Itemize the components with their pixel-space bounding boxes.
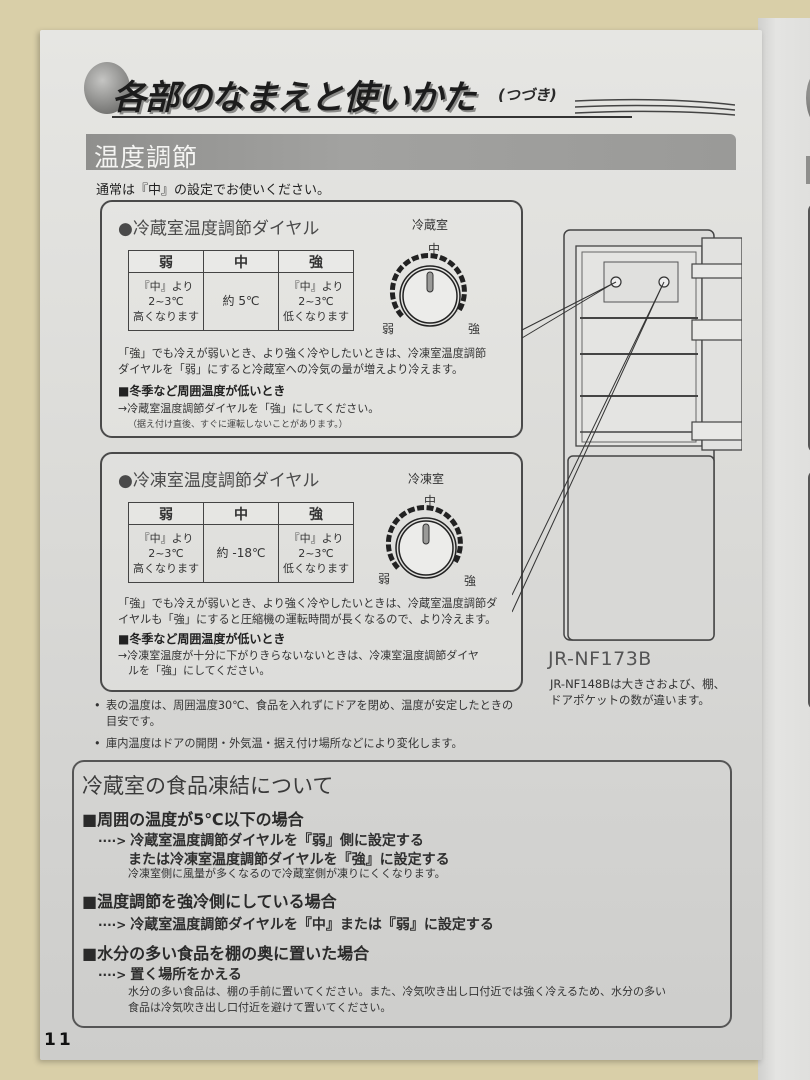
fridge-desc-line1: 「強」でも冷えが弱いとき、より強く冷やしたいときは、冷凍室温度調節 [118, 347, 487, 360]
col-strong: 強 [278, 250, 354, 273]
freezer-dial-knob[interactable] [384, 504, 464, 584]
fridge-winter-heading: ■冬季など周囲温度が低いとき [118, 384, 286, 398]
adjacent-header-circle [806, 66, 810, 130]
fridge-desc-line2: ダイヤルを「弱」にすると冷蔵室への冷気の量が増えより冷えます。 [118, 363, 464, 376]
adjacent-page-edge [758, 18, 810, 1080]
cell-text: 2~3℃ [298, 295, 334, 308]
case-action-text: 冷蔵室温度調節ダイヤルを『中』または『弱』に設定する [130, 917, 494, 933]
cell-text: 低くなります [283, 310, 349, 323]
case-note-line2: 食品は冷気吹き出し口付近を避けて置いてください。 [128, 1001, 392, 1014]
dial-weak-label: 弱 [378, 572, 391, 586]
bullet-icon: • [94, 737, 101, 750]
case-action-text: 冷蔵室温度調節ダイヤルを『弱』側に設定する [130, 833, 424, 849]
page-subtitle: (つづき) [498, 86, 557, 104]
cell-text: 『中』より [138, 280, 194, 293]
fridge-temp-table: 弱 中 強 『中』より 2~3℃ 高くなります 約 5℃ 『中』より 2~3℃ … [128, 250, 354, 331]
case-action: ····>置く場所をかえる [98, 964, 242, 984]
dial-compartment-label: 冷凍室 [408, 472, 445, 486]
cell-mid: 約 5℃ [203, 272, 279, 331]
freezer-desc-line2: イヤルも「強」にすると圧縮機の運転時間が長くなるので、より冷えます。 [118, 613, 497, 626]
note-text: 庫内温度はドアの開閉・外気温・据え付け場所などにより変化します。 [106, 737, 463, 750]
freezer-temp-table: 弱 中 強 『中』より 2~3℃ 高くなります 約 -18℃ 『中』より 2~3… [128, 502, 354, 583]
model-note-line: ドアポケットの数が違います。 [550, 693, 710, 707]
intro-text: 通常は『中』の設定でお使いください。 [96, 183, 331, 198]
fridge-winter-action: →冷蔵室温度調節ダイヤルを「強」にしてください。 [118, 402, 380, 415]
model-note-line: JR-NF148Bは大きさおよび、棚、 [550, 677, 726, 691]
case-action-text: 置く場所をかえる [130, 967, 242, 983]
col-weak: 弱 [128, 250, 204, 273]
dotted-arrow-icon: ····> [98, 918, 127, 932]
model-name: JR-NF173B [548, 648, 652, 670]
freezer-winter-action-line2: ルを「強」にしてください。 [128, 664, 271, 677]
dial-mid-label: 中 [428, 242, 441, 256]
cell-text: 『中』より [288, 532, 344, 545]
freezer-winter-action-line1: →冷凍室温度が十分に下がりきらないないときは、冷凍室温度調節ダイヤ [118, 649, 479, 662]
case-heading: ■周囲の温度が5℃以下の場合 [82, 810, 304, 829]
cell-text: 低くなります [283, 562, 349, 575]
case-heading: ■温度調節を強冷側にしている場合 [82, 892, 337, 911]
cell-text: 高くなります [133, 562, 199, 575]
case-action: ····>冷蔵室温度調節ダイヤルを『弱』側に設定する [98, 830, 424, 850]
freezer-winter-heading: ■冬季など周囲温度が低いとき [118, 632, 286, 646]
cell-weak: 『中』より 2~3℃ 高くなります [128, 272, 204, 331]
dotted-arrow-icon: ····> [98, 834, 127, 848]
bullet-icon: • [94, 699, 101, 712]
note-text: 表の温度は、周囲温度30℃、食品を入れずにドアを閉め、温度が安定したときの [106, 699, 514, 712]
fridge-dial-knob[interactable] [388, 252, 468, 332]
page-number: 11 [44, 1030, 74, 1050]
adjacent-section-bar [806, 156, 810, 184]
cell-strong: 『中』より 2~3℃ 低くなります [278, 524, 354, 583]
case-heading: ■水分の多い食品を棚の奥に置いた場合 [82, 944, 370, 963]
col-mid: 中 [203, 250, 279, 273]
cell-text: 『中』より [138, 532, 194, 545]
fridge-winter-note: （据え付け直後、すぐに運転しないことがあります。） [128, 420, 348, 430]
col-mid: 中 [203, 502, 279, 525]
cell-text: 『中』より [288, 280, 344, 293]
note-text: 目安です。 [106, 715, 161, 728]
note-item: • 表の温度は、周囲温度30℃、食品を入れずにドアを閉め、温度が安定したときの 目… [94, 698, 534, 730]
fridge-dial-box: ●冷蔵室温度調節ダイヤル 弱 中 強 『中』より 2~3℃ 高くなります 約 5… [100, 200, 523, 438]
page-title: 各部のなまえと使いかた [112, 78, 476, 118]
col-strong: 強 [278, 502, 354, 525]
fridge-dial-title: ●冷蔵室温度調節ダイヤル [118, 219, 320, 239]
dial-compartment-label: 冷蔵室 [412, 218, 449, 232]
col-weak: 弱 [128, 502, 204, 525]
case-action: または冷凍室温度調節ダイヤルを『強』に設定する [128, 852, 450, 868]
note-item: • 庫内温度はドアの開閉・外気温・据え付け場所などにより変化します。 [94, 736, 534, 752]
cell-weak: 『中』より 2~3℃ 高くなります [128, 524, 204, 583]
food-freezing-title: 冷蔵室の食品凍結について [82, 774, 334, 798]
case-note: 冷凍室側に風量が多くなるので冷蔵室側が凍りにくくなります。 [128, 867, 446, 880]
freezer-dial-title: ●冷凍室温度調節ダイヤル [118, 471, 320, 491]
cell-text: 2~3℃ [148, 547, 184, 560]
freezer-dial-box: ●冷凍室温度調節ダイヤル 弱 中 強 『中』より 2~3℃ 高くなります 約 -… [100, 452, 523, 692]
model-note: JR-NF148Bは大きさおよび、棚、 ドアポケットの数が違います。 [550, 676, 750, 708]
dotted-arrow-icon: ····> [98, 968, 127, 982]
cell-text: 2~3℃ [298, 547, 334, 560]
dial-weak-label: 弱 [382, 322, 395, 336]
cell-mid: 約 -18℃ [203, 524, 279, 583]
refrigerator-illustration [512, 229, 742, 641]
cell-text: 2~3℃ [148, 295, 184, 308]
case-note-line1: 水分の多い食品は、棚の手前に置いてください。また、冷気吹き出し口付近では強く冷え… [128, 985, 667, 998]
cell-text: 高くなります [133, 310, 199, 323]
section-header-bar [86, 134, 736, 170]
dial-mid-label: 中 [424, 494, 437, 508]
header-circle-ornament [84, 62, 130, 114]
section-title: 温度調節 [94, 143, 199, 172]
title-underline [112, 116, 632, 118]
dial-strong-label: 強 [464, 574, 477, 588]
dial-strong-label: 強 [468, 322, 481, 336]
cell-strong: 『中』より 2~3℃ 低くなります [278, 272, 354, 331]
freezer-desc-line1: 「強」でも冷えが弱いとき、より強く冷やしたいときは、冷蔵室温度調節ダ [118, 597, 498, 610]
food-freezing-box [72, 760, 732, 1028]
title-speed-lines [575, 98, 735, 116]
case-action: ····>冷蔵室温度調節ダイヤルを『中』または『弱』に設定する [98, 914, 494, 934]
